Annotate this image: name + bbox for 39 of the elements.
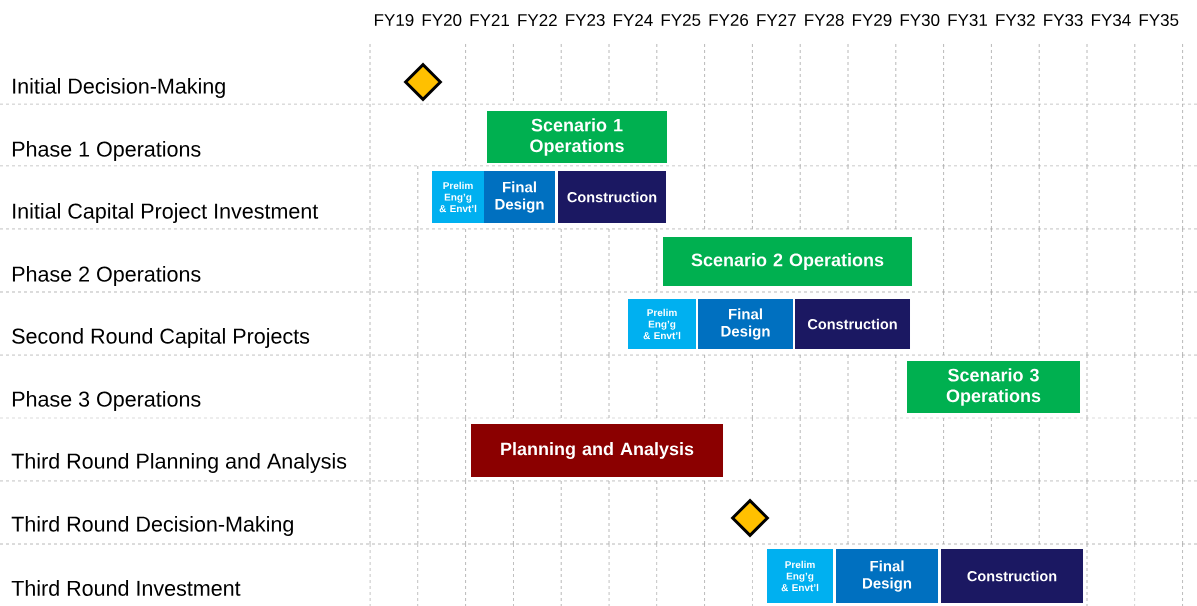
task-bar: Construction [795,299,910,349]
column-header: FY32 [996,14,1035,26]
column-header: FY35 [1139,14,1179,26]
column-header: FY25 [661,14,701,26]
task-bar: Final Design [698,299,793,349]
task-bar: Prelim Eng’g & Envt’l [628,299,696,349]
column-header: FY29 [853,14,892,26]
column-header: FY31 [948,14,987,26]
column-header: FY19 [375,14,414,26]
column-header: FY22 [518,14,557,26]
row-label: Initial Decision-Making [13,78,225,99]
task-bar: Final Design [484,171,555,223]
column-header: FY28 [805,14,844,26]
row-label: Phase 1 Operations [12,141,201,162]
task-bar: Prelim Eng’g & Envt’l [767,549,833,603]
column-header: FY23 [566,14,605,26]
task-bar: Scenario 2 Operations [663,237,912,286]
row-label: Second Round Capital Projects [12,328,310,349]
column-header: FY24 [614,14,653,26]
column-header: FY20 [422,14,462,26]
row-label: Third Round Investment [11,580,241,596]
task-bar: Construction [941,549,1083,603]
row-label: Phase 2 Operations [12,266,201,287]
row-label: Phase 3 Operations [12,391,201,412]
row-label: Third Round Decision-Making [11,516,293,537]
task-bar: Prelim Eng’g & Envt’l [432,171,484,223]
task-bar: Final Design [836,549,938,603]
column-header: FY27 [757,14,796,26]
task-bar: Scenario 1 Operations [487,111,667,163]
column-header: FY26 [709,14,749,26]
column-header: FY21 [470,14,509,26]
task-bar: Construction [558,171,666,223]
column-header: FY34 [1092,14,1131,26]
task-bar: Planning and Analysis [471,424,723,477]
task-bar: Scenario 3 Operations [907,361,1080,413]
row-label: Third Round Planning and Analysis [11,453,347,474]
column-header: FY30 [900,14,940,26]
row-label: Initial Capital Project Investment [13,203,319,224]
column-header: FY33 [1044,14,1083,26]
